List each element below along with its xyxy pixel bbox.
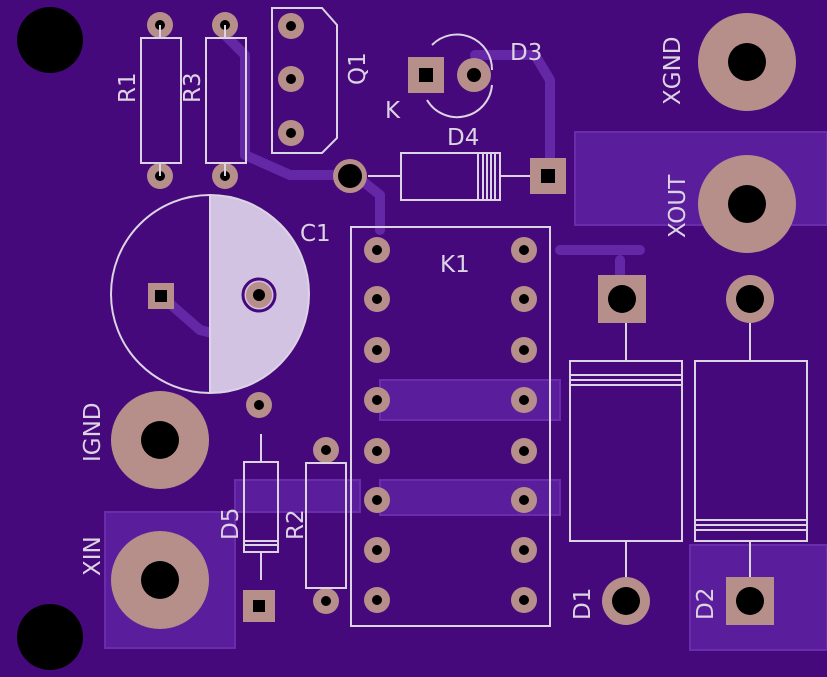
diode-d4: [333, 152, 566, 201]
label-r1: R1: [115, 72, 141, 103]
terminal-xgnd[interactable]: [698, 13, 796, 111]
resistor-r2: [305, 437, 347, 614]
terminal-xout[interactable]: [698, 155, 796, 253]
resistor-r3: [205, 12, 247, 189]
label-r3: R3: [180, 72, 206, 103]
diode-d1: [569, 275, 683, 625]
led-d3: [408, 33, 494, 119]
label-d2: D2: [693, 588, 719, 620]
terminal-xin[interactable]: [111, 531, 209, 629]
diode-d5: [243, 392, 279, 622]
terminal-ignd[interactable]: [111, 391, 209, 489]
label-r2: R2: [283, 509, 309, 540]
label-k1: K1: [440, 252, 470, 278]
label-xin: XIN: [80, 536, 106, 576]
label-d1: D1: [570, 588, 596, 620]
mounting-hole-bottom-left: [17, 604, 83, 670]
label-d4: D4: [447, 125, 479, 151]
capacitor-c1: [110, 194, 310, 394]
label-k: K: [385, 98, 401, 124]
relay-k1: [350, 226, 551, 627]
diode-d2: [694, 275, 808, 625]
label-d5: D5: [218, 508, 244, 540]
label-xgnd: XGND: [660, 37, 686, 106]
transistor-q1: [271, 7, 338, 154]
label-c1: C1: [300, 221, 331, 247]
mounting-hole-top-left: [17, 7, 83, 73]
resistor-r1: [140, 12, 182, 189]
label-ignd: IGND: [80, 402, 106, 462]
label-xout: XOUT: [665, 174, 691, 238]
label-d3: D3: [510, 40, 542, 66]
label-q1: Q1: [345, 52, 371, 85]
